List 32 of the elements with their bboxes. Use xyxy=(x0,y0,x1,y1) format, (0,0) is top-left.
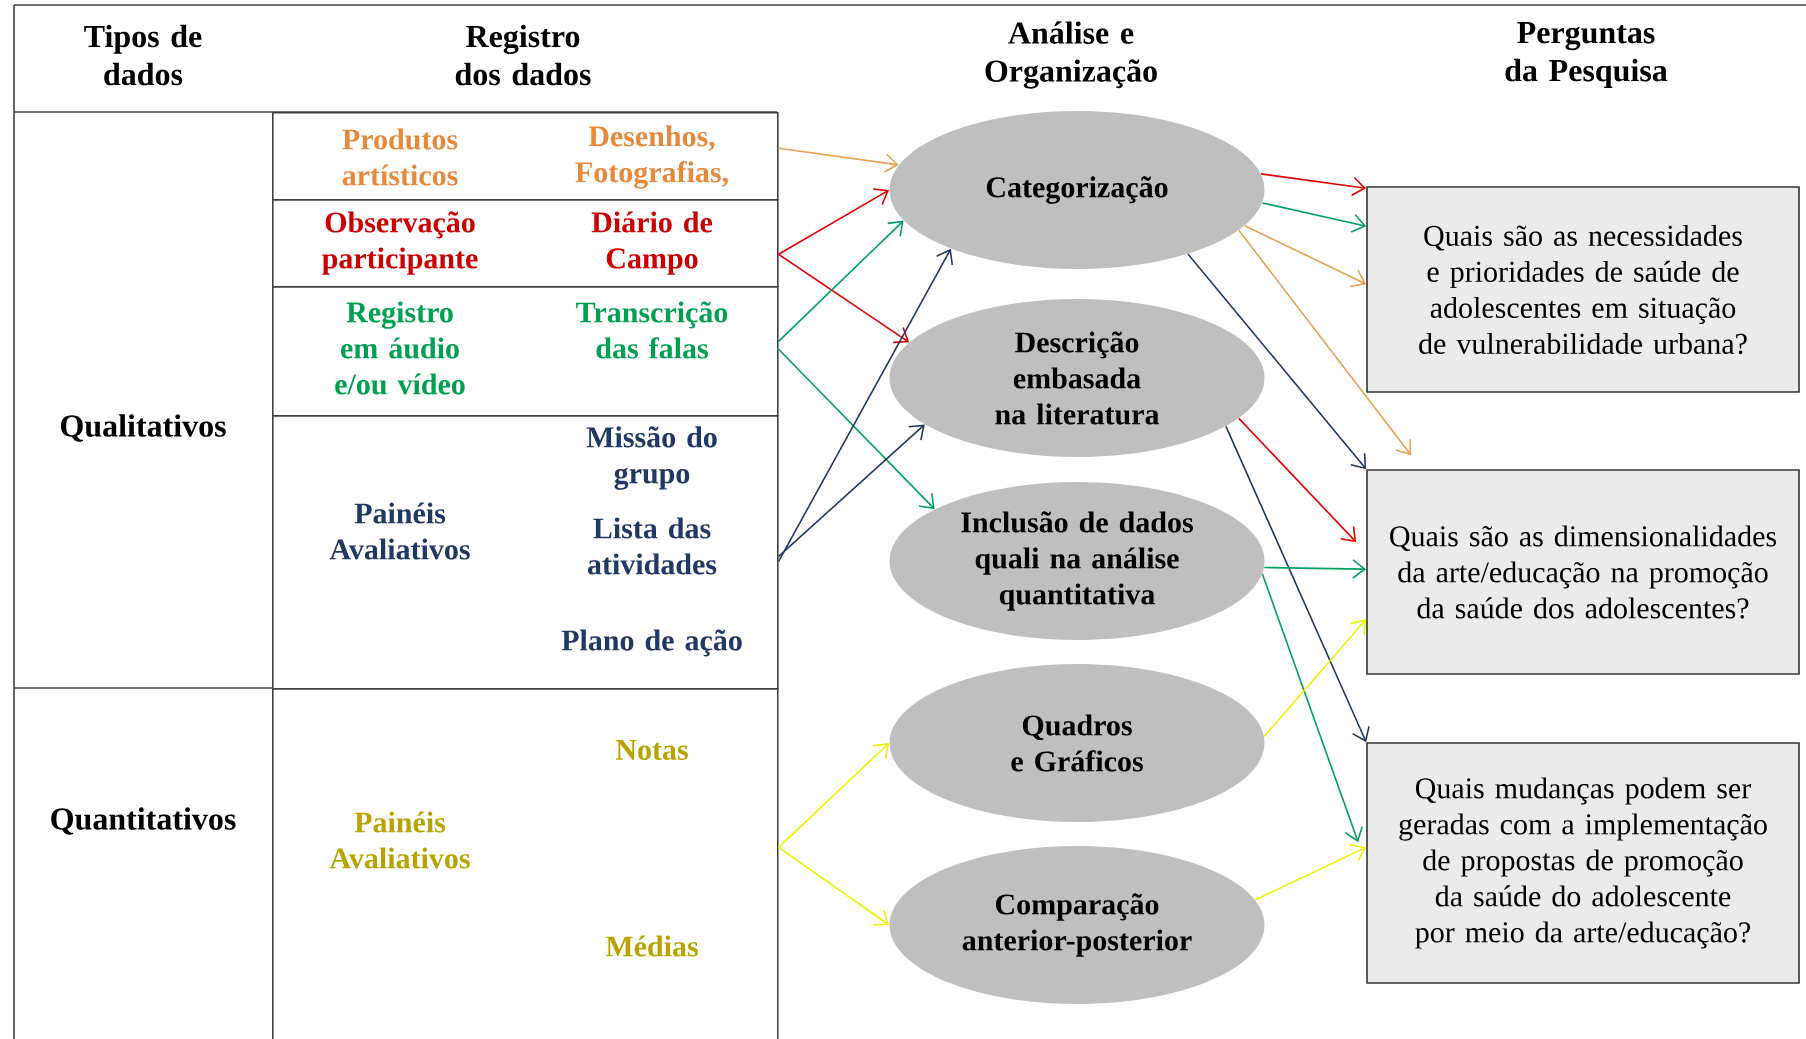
table-cell: Observação participante Diário de Campo xyxy=(272,199,779,288)
question-box: Quais mudanças podem ser geradas com a implementação de propostas de promoção da saúde do adolescente por meio da arte/educação? xyxy=(1366,742,1800,984)
arrow xyxy=(1238,229,1412,456)
arrow xyxy=(1263,619,1367,738)
arrow xyxy=(1187,253,1367,470)
question-box: Quais são as dimensionalidades da arte/educação na promoção da saúde dos adolescentes? xyxy=(1366,469,1800,675)
arrow xyxy=(777,743,890,849)
arrow xyxy=(1238,417,1357,543)
arrow xyxy=(777,846,890,926)
column-header: Perguntas da Pesquisa xyxy=(1505,22,1668,88)
table-cell: Painéis Avaliativos Missão do grupo Lista das atividades Plano de ação xyxy=(272,415,779,690)
arrow xyxy=(777,188,890,256)
arrow xyxy=(1225,425,1370,743)
question-box: Quais são as necessidades e prioridades de saúde de adolescentes em situação de vulnerabilidade urbana? xyxy=(1366,186,1800,393)
row-header: Qualitativos xyxy=(61,414,226,442)
arrow xyxy=(777,348,935,510)
arrow xyxy=(777,248,954,563)
table-cell: Painéis Avaliativos Notas Médias xyxy=(272,688,779,1039)
arrow xyxy=(1261,202,1367,233)
table-cell: Registro em áudio e/ou vídeo Transcrição das falas xyxy=(272,286,779,417)
row-header: Quantitativos xyxy=(51,807,236,835)
table-cell: Produtos artísticos Desenhos, Fotografias, xyxy=(272,112,779,201)
arrow xyxy=(1244,224,1367,288)
arrow xyxy=(1254,844,1367,901)
arrow xyxy=(777,424,925,558)
arrow xyxy=(777,147,899,173)
arrow xyxy=(1261,573,1363,843)
arrow xyxy=(1263,559,1367,579)
arrow xyxy=(777,220,904,343)
column-header: Tipos de dados xyxy=(84,24,202,86)
arrow xyxy=(777,253,910,344)
arrow xyxy=(1260,173,1367,197)
